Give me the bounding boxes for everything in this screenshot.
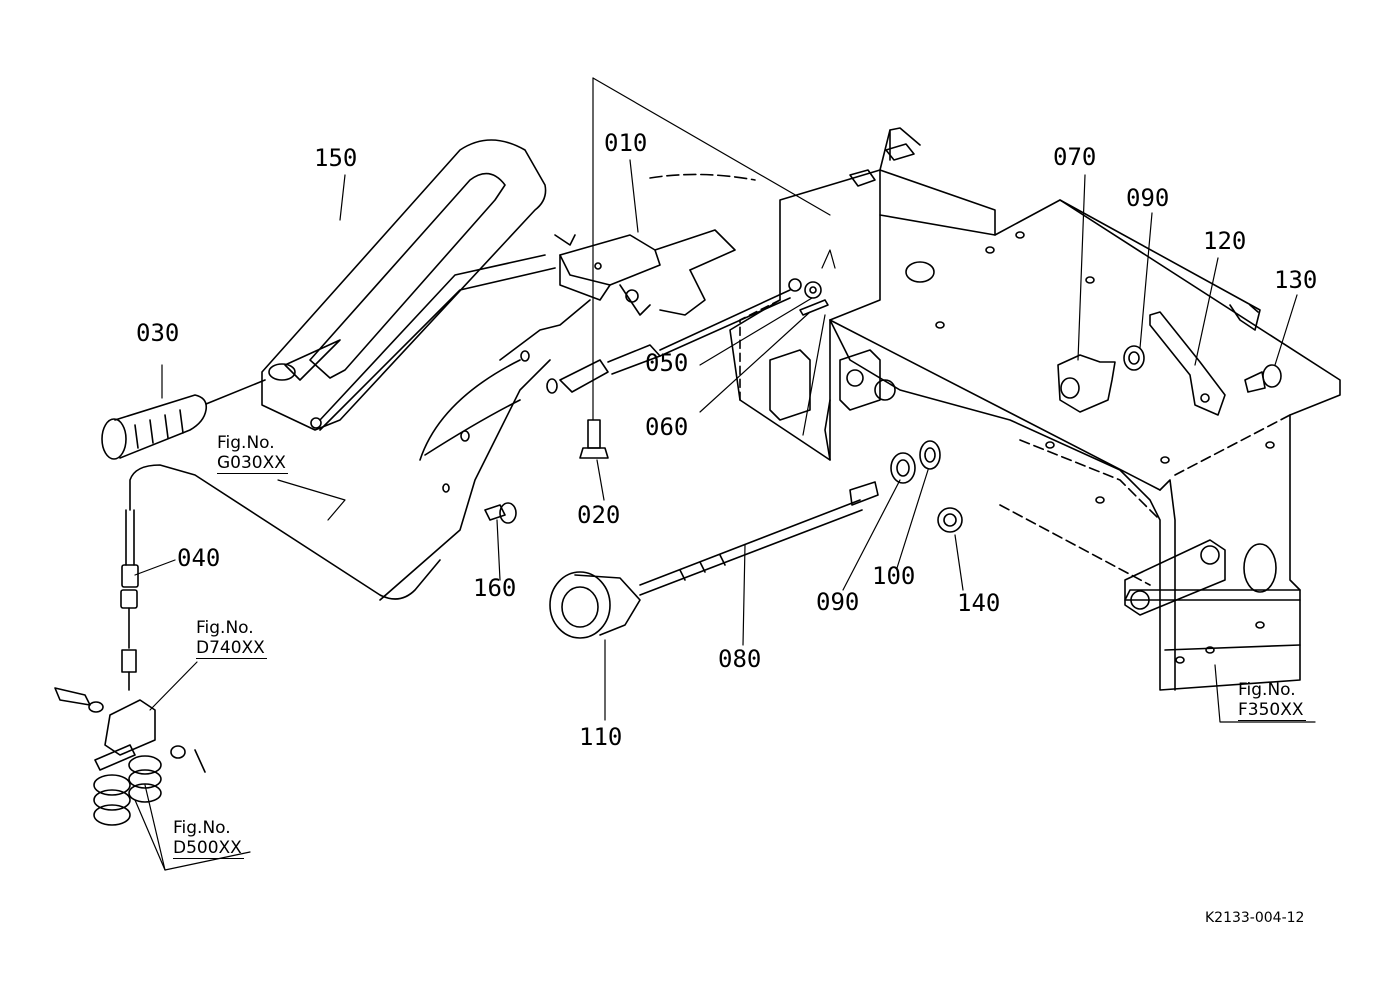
knob-030	[102, 380, 265, 459]
figure-ref-code: F350XX	[1238, 700, 1306, 721]
plate-120	[1150, 312, 1225, 415]
figure-ref-prefix: Fig.No.	[173, 818, 231, 838]
part-label-140: 140	[957, 589, 1001, 617]
part-label-020: 020	[577, 501, 621, 529]
nut-090-lower	[891, 453, 915, 483]
part-label-030: 030	[136, 319, 180, 347]
part-label-010: 010	[604, 129, 648, 157]
part-label-090-top: 090	[1126, 184, 1170, 212]
bolt-130	[1245, 365, 1281, 392]
part-label-060: 060	[645, 413, 689, 441]
part-label-150: 150	[314, 144, 358, 172]
leader-lines	[135, 78, 1315, 870]
figure-ref-prefix: Fig.No.	[217, 433, 275, 453]
bracket-010	[555, 230, 735, 315]
part-label-090-lower: 090	[816, 588, 860, 616]
part-label-040: 040	[177, 544, 221, 572]
spring-assembly	[55, 688, 205, 825]
part-label-080: 080	[718, 645, 762, 673]
figure-ref-code: D740XX	[196, 638, 267, 659]
lever-guide-plate	[380, 174, 755, 600]
screw-160	[485, 503, 516, 523]
part-label-160: 160	[473, 574, 517, 602]
figure-ref-g030xx: Fig.No. G030XX	[217, 433, 288, 474]
washer-090-top	[1124, 346, 1144, 370]
figure-ref-prefix: Fig.No.	[196, 618, 254, 638]
figure-ref-code: D500XX	[173, 838, 244, 859]
cable-050-060	[547, 279, 828, 393]
part-label-070: 070	[1053, 143, 1097, 171]
part-label-050: 050	[645, 349, 689, 377]
part-label-120: 120	[1203, 227, 1247, 255]
knob-110	[550, 572, 640, 638]
shaft-080	[640, 482, 878, 595]
bolt-020	[580, 420, 608, 458]
figure-ref-d500xx: Fig.No. D500XX	[173, 818, 244, 859]
figure-ref-code: G030XX	[217, 453, 288, 474]
nut-140	[938, 508, 962, 532]
washer-100	[920, 441, 940, 469]
part-label-130: 130	[1274, 266, 1318, 294]
part-label-110: 110	[579, 723, 623, 751]
part-070	[1058, 355, 1115, 412]
part-label-100: 100	[872, 562, 916, 590]
lever-150	[262, 140, 555, 430]
drawing-id: K2133-004-12	[1205, 910, 1305, 926]
figure-ref-d740xx: Fig.No. D740XX	[196, 618, 267, 659]
wire-040	[121, 465, 440, 690]
figure-ref-f350xx: Fig.No. F350XX	[1238, 680, 1306, 721]
figure-ref-prefix: Fig.No.	[1238, 680, 1296, 700]
